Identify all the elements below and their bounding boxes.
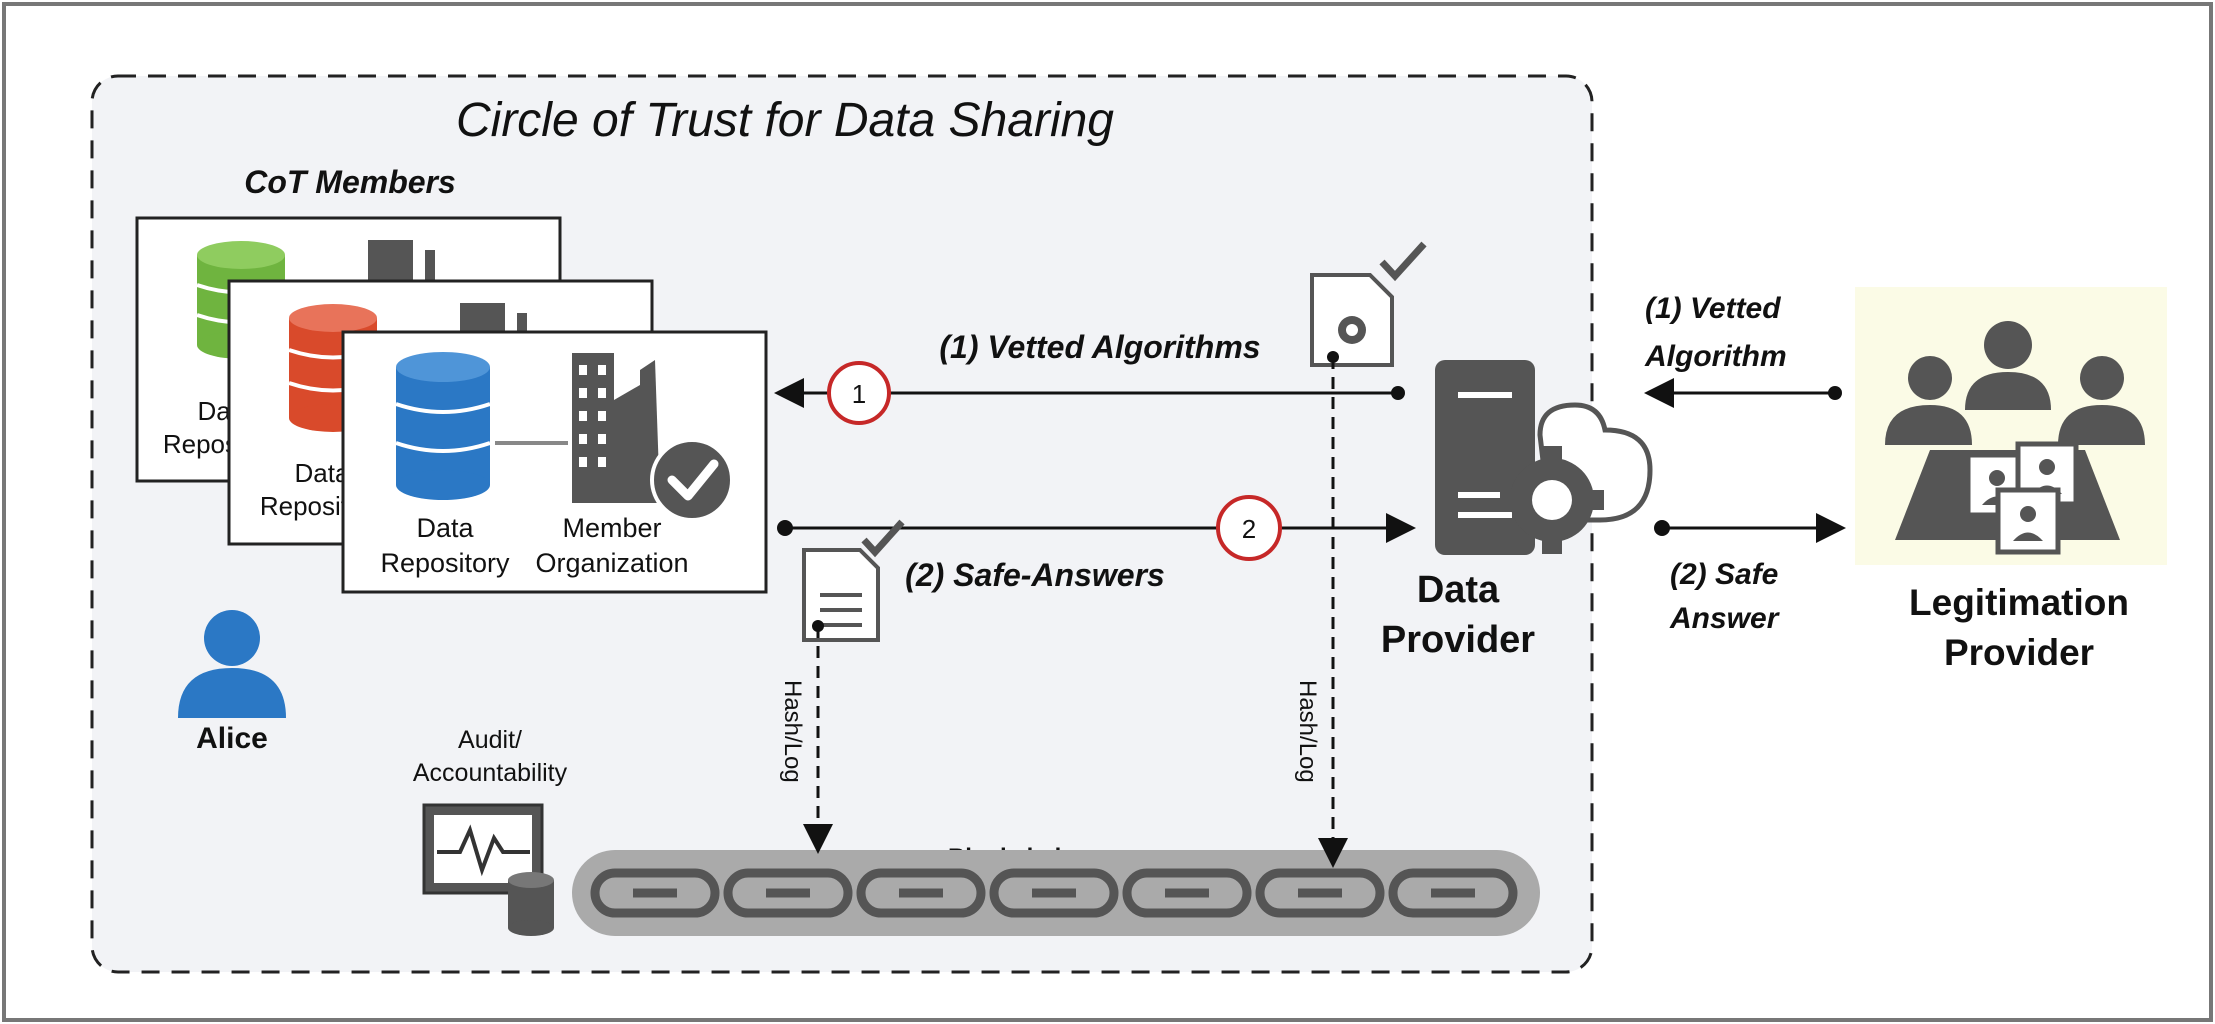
safe-answer-external-origin [1654,520,1670,536]
vetted-algorithm-line1: (1) Vetted [1645,292,1781,325]
algorithm-document-icon [1310,241,1427,367]
blockchain-links [590,868,1518,918]
database-icon-red [288,304,378,432]
step1-number: 1 [852,379,866,409]
card3-org-line2: Organization [535,548,688,578]
vetted-algorithm-line2: Algorithm [1644,340,1787,373]
safe-answer-document-icon [802,519,905,642]
alice-label: Alice [196,722,268,755]
audit-label-line1: Audit/ [458,726,522,754]
step2-badge [1216,495,1282,561]
card3-repo-line2: Repository [380,548,510,578]
safe-answers-arrow-origin [777,520,793,536]
card3-org-line1: Member [562,513,661,543]
cot-members-label: CoT Members [244,164,456,200]
hash-log-left-label: Hash/Log [779,680,806,783]
building-icon [572,353,660,503]
vetted-algorithms-arrow-origin [1391,386,1405,400]
photo-cards-icon [1965,441,2079,555]
chain-link-icon [856,868,986,918]
audit-database-icon [508,872,554,936]
chain-link-icon [1388,868,1518,918]
alice-user-icon [178,610,286,718]
member-card-3: Data Repository Member Organization [341,330,768,594]
data-provider-line2: Provider [1381,619,1535,661]
chain-link-icon [989,868,1119,918]
chain-link-icon [1255,868,1385,918]
chain-link-icon [1122,868,1252,918]
data-provider-line1: Data [1417,569,1500,611]
card2-repo-line1: Data [295,458,350,488]
step2-number: 2 [1242,514,1256,544]
safe-answer-line1: (2) Safe [1670,558,1778,591]
safe-answer-line2: Answer [1669,602,1781,635]
database-icon-blue [395,352,491,500]
step1-badge [827,361,891,425]
audit-label-line2: Accountability [413,759,568,787]
legitimation-provider-line1: Legitimation [1909,582,2129,623]
chain-link-icon [723,868,853,918]
panel-title: Circle of Trust for Data Sharing [456,94,1114,147]
server-cloud-icon [1435,360,1653,555]
vetted-algorithm-external-origin [1828,386,1842,400]
hash-log-right-label: Hash/Log [1294,680,1321,783]
chain-link-icon [590,868,720,918]
legitimation-provider-line2: Provider [1944,632,2094,673]
check-badge-icon [650,438,734,522]
card3-repo-line1: Data [416,513,474,543]
vetted-algorithms-label: (1) Vetted Algorithms [939,329,1260,365]
safe-answers-label: (2) Safe-Answers [905,557,1165,593]
